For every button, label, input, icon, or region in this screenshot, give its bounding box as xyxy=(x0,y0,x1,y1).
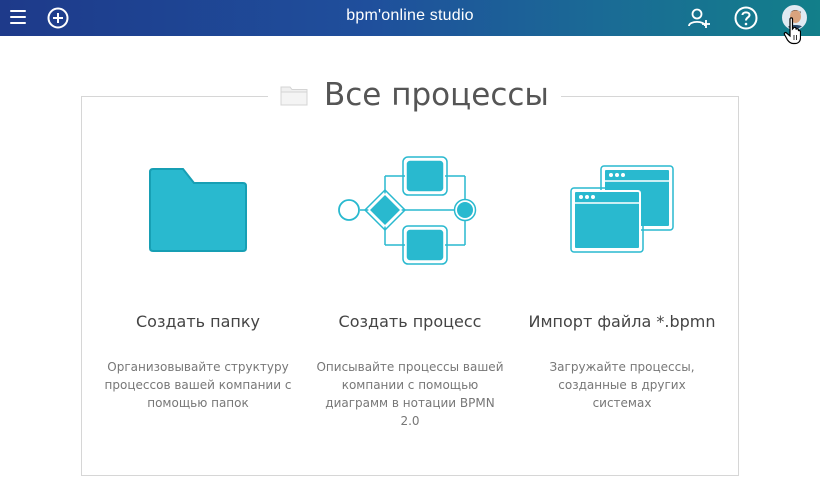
create-process-desc: Описывайте процессы вашей компании с пом… xyxy=(316,360,504,428)
hand-cursor-icon xyxy=(783,17,801,45)
page-title: Все процессы xyxy=(268,70,561,120)
folder-icon xyxy=(280,86,308,106)
import-file-desc: Загружайте процессы, созданные в других … xyxy=(549,360,695,410)
bpmn-diagram-icon xyxy=(338,156,477,265)
create-folder-illustration xyxy=(103,150,293,270)
import-file-illustration xyxy=(527,150,717,270)
import-file-title[interactable]: Импорт файла *.bpmn xyxy=(528,312,716,331)
help-icon[interactable] xyxy=(733,5,759,31)
add-user-icon[interactable] xyxy=(686,5,712,31)
page-heading: Все процессы xyxy=(324,77,549,113)
top-bar: bpm'online studio xyxy=(0,0,820,36)
add-circle-icon[interactable] xyxy=(46,6,70,30)
menu-icon[interactable] xyxy=(8,6,30,28)
create-process-card[interactable]: Создать процесс Описывайте процессы ваше… xyxy=(315,150,505,430)
import-file-card[interactable]: Импорт файла *.bpmn Загружайте процессы,… xyxy=(527,150,717,412)
create-folder-card[interactable]: Создать папку Организовывайте структуру … xyxy=(103,150,293,412)
big-folder-icon xyxy=(149,168,247,252)
create-folder-title[interactable]: Создать папку xyxy=(135,312,261,331)
create-process-title[interactable]: Создать процесс xyxy=(338,312,482,331)
app-title: bpm'online studio xyxy=(346,7,474,24)
import-windows-icon xyxy=(570,165,674,253)
create-folder-desc: Организовывайте структуру процессов ваше… xyxy=(104,360,292,410)
create-process-illustration xyxy=(315,150,505,270)
